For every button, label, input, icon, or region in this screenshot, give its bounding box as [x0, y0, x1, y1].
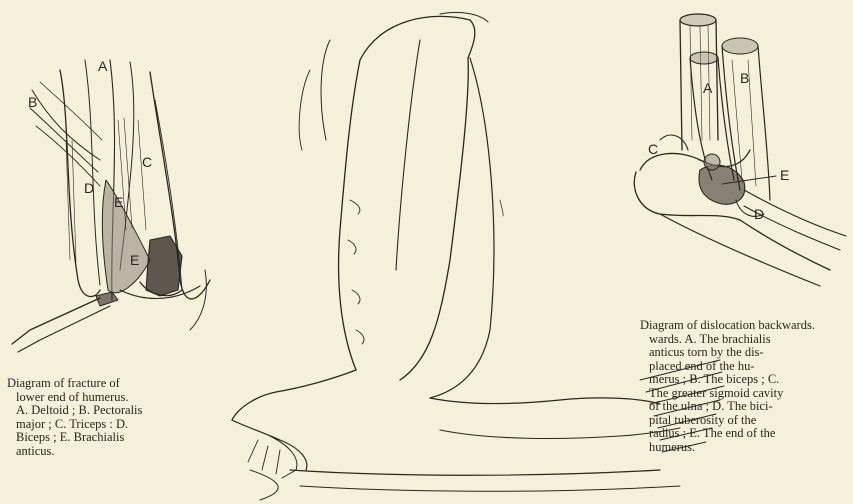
caption-line: anticus.	[7, 445, 207, 459]
label-e-brachialis: E	[114, 194, 123, 210]
caption-line: Diagram of fracture of	[7, 377, 207, 391]
caption-line: placed end of the hu-	[640, 360, 850, 374]
caption-line: anticus torn by the dis-	[640, 346, 850, 360]
caption-line: humerus.	[640, 441, 850, 455]
caption-line: Diagram of dislocation backwards.	[640, 319, 850, 333]
caption-line: Biceps ; E. Brachialis	[7, 431, 207, 445]
caption-line: merus ; B. The biceps ; C.	[640, 373, 850, 387]
label-e-humerus-end: E	[780, 167, 789, 183]
caption-line: lower end of humerus.	[7, 391, 207, 405]
label-e-brachialis-lower: E	[130, 252, 139, 268]
label-d-bicipital-tuberosity: D	[754, 206, 764, 222]
left-arm-muscle-drawing	[12, 60, 210, 352]
label-b-pectoralis: B	[28, 94, 37, 110]
label-b-biceps: B	[740, 70, 749, 86]
caption-line: major ; C. Triceps : D.	[7, 418, 207, 432]
caption-line: pital tuberosity of the	[640, 414, 850, 428]
label-c-triceps: C	[142, 154, 152, 170]
label-a-deltoid: A	[98, 58, 107, 74]
caption-line: wards. A. The brachialis	[640, 333, 850, 347]
label-a-brachialis-torn: A	[703, 80, 712, 96]
right-figure-caption: Diagram of dislocation backwards. wards.…	[640, 319, 850, 454]
label-c-sigmoid-cavity: C	[648, 141, 658, 157]
left-figure-caption: Diagram of fracture of lower end of hume…	[7, 377, 207, 458]
caption-line: A. Deltoid ; B. Pectoralis	[7, 404, 207, 418]
right-elbow-drawing	[634, 14, 846, 286]
label-d-biceps: D	[84, 180, 94, 196]
caption-line: radius ; E. The end of the	[640, 427, 850, 441]
caption-line: of the ulna ; D. The bici-	[640, 400, 850, 414]
caption-line: The greater sigmoid cavity	[640, 387, 850, 401]
